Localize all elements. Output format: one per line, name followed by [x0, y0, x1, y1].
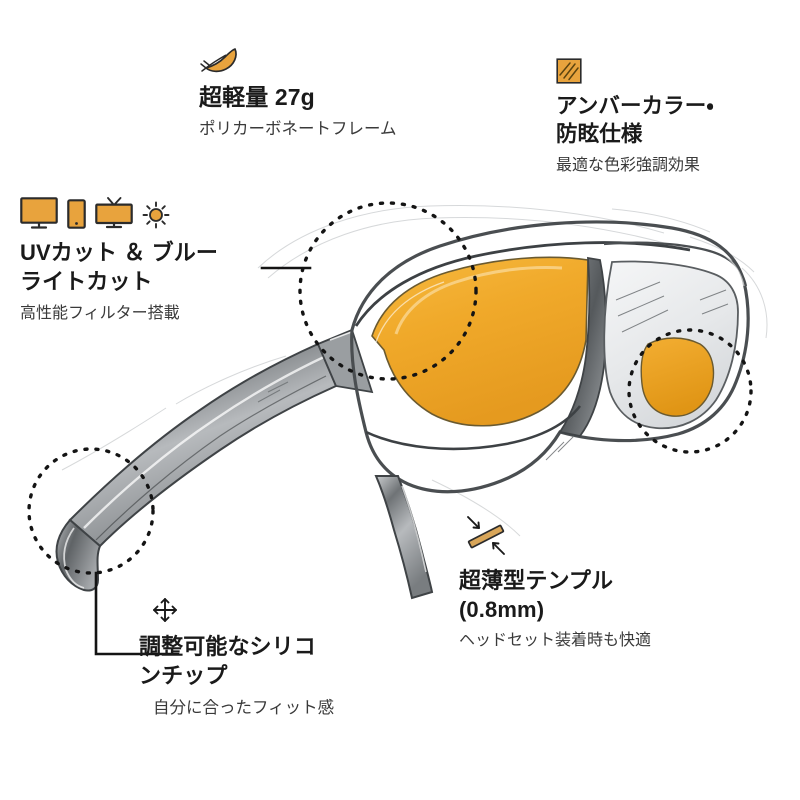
callout-uv: UVカット ＆ ブルー ライトカット 高性能フィルター搭載 — [20, 196, 270, 325]
callout-amber: アンバーカラー・ 防眩仕様 最適な色彩強調効果 — [556, 58, 796, 176]
feather-icon — [200, 48, 237, 73]
callout-lightweight: 超軽量 27g ポリカーボネートフレーム — [199, 44, 499, 140]
frame-hatching — [257, 281, 729, 461]
leader-silicone — [94, 571, 180, 656]
left-lens-highlight-circle — [298, 201, 478, 381]
lens-left-amber — [371, 256, 589, 427]
amber-lens-swatch-icon — [556, 58, 582, 84]
callout-thin: 超薄型テンプル (0.8mm) ヘッドセット装着時も快適 — [459, 514, 749, 652]
callout-silicone-title: 調整可能なシリコ ンチップ — [139, 634, 316, 688]
callout-uv-subtitle: 高性能フィルター搭載 — [20, 305, 180, 323]
sketch-construction-lines — [61, 205, 768, 537]
thin-bar-measure-icon — [467, 516, 505, 555]
hinge-plate — [316, 328, 374, 394]
lens-right-amber-patch — [640, 337, 715, 417]
right-lens-highlight-circle — [627, 328, 753, 454]
leader-lines — [94, 266, 312, 656]
callout-amber-title: アンバーカラー・ 防眩仕様 — [556, 94, 714, 146]
callout-thin-title: 超薄型テンプル (0.8mm) — [459, 568, 614, 622]
nose-piece — [374, 475, 434, 600]
move-arrows-icon — [153, 598, 177, 622]
callout-lightweight-title: 超軽量 27g — [199, 84, 315, 110]
callout-amber-subtitle: 最適な色彩強調効果 — [556, 156, 701, 174]
temple-arm — [68, 342, 338, 548]
monitor-icon — [20, 197, 58, 229]
tv-icon — [95, 197, 133, 229]
sun-icon — [142, 201, 170, 229]
callout-uv-title: UVカット ＆ ブルー ライトカット — [20, 240, 218, 294]
callout-silicone: 調整可能なシリコ ンチップ 自分に合ったフィット感 — [139, 596, 399, 719]
callout-thin-subtitle: ヘッドセット装着時も快適 — [459, 632, 652, 650]
callout-silicone-subtitle: 自分に合ったフィット感 — [153, 699, 335, 718]
smartphone-icon — [67, 199, 86, 229]
uv-icon-row — [20, 196, 270, 229]
temple-tip-highlight-circle — [27, 447, 155, 575]
callout-lightweight-subtitle: ポリカーボネートフレーム — [199, 119, 397, 138]
glasses-body — [55, 205, 768, 600]
